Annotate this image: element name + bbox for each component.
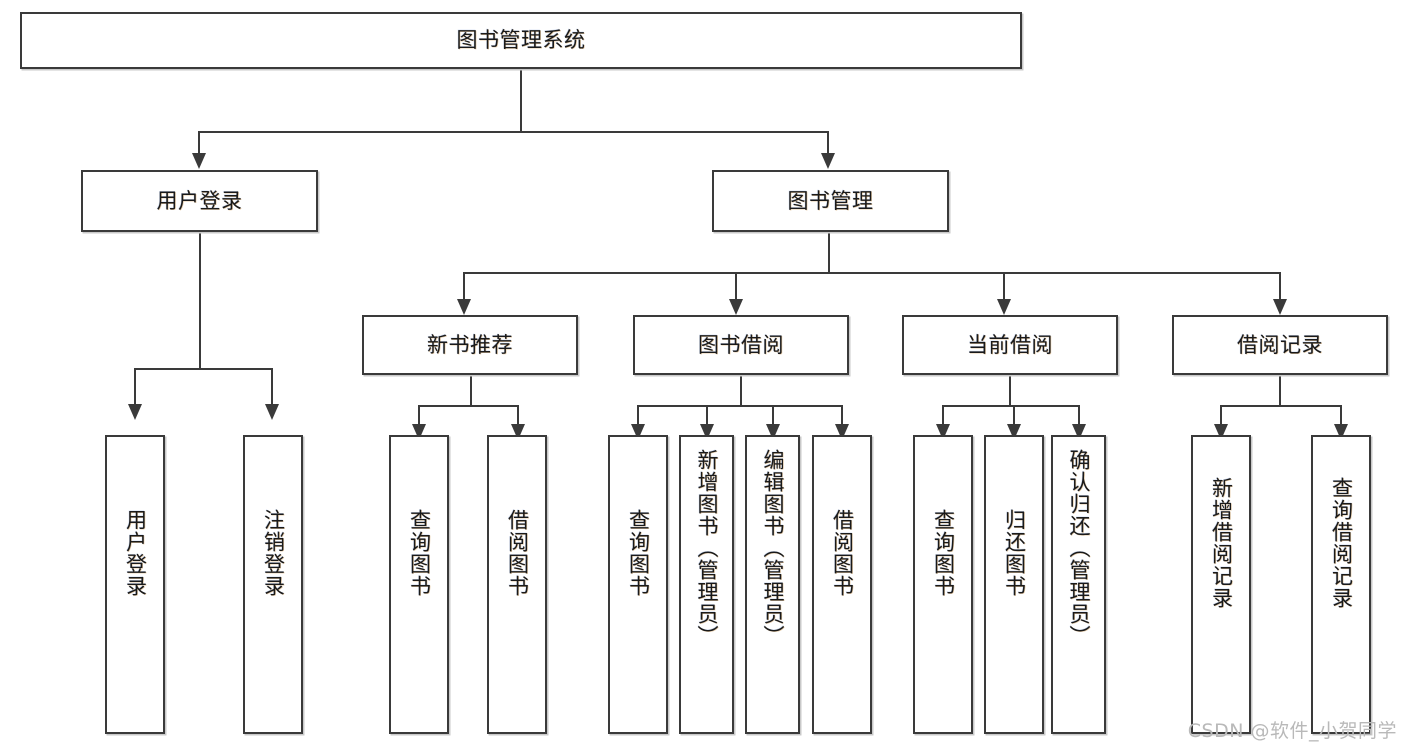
connector-bb-drop-1 [637, 405, 639, 427]
connector-bb-drop-2 [706, 405, 708, 427]
node-current-borrow-label: 当前借阅 [967, 332, 1053, 357]
connector-user-login-drop-2 [271, 368, 273, 406]
leaf-nb-borrow-book[interactable]: 借阅图书 [487, 435, 547, 734]
connector-user-login-bus [135, 368, 272, 370]
connector-book-borrow-stem [740, 375, 742, 406]
leaf-bb-add-book-label: 新增图书（管理员） [694, 449, 719, 647]
connector-new-book-stem [470, 375, 472, 406]
connector-level2-bus [199, 131, 827, 133]
connector-level3-drop-1 [463, 272, 465, 301]
node-book-borrow[interactable]: 图书借阅 [633, 315, 849, 375]
leaf-bb-borrow-book[interactable]: 借阅图书 [812, 435, 872, 734]
connector-root-stem [520, 69, 522, 132]
connector-user-login-drop-1 [134, 368, 136, 406]
leaf-nb-query-book[interactable]: 查询图书 [389, 435, 449, 734]
arrowhead-current-borrow [997, 299, 1011, 315]
connector-cb-drop-2 [1013, 405, 1015, 427]
connector-br-drop-1 [1220, 405, 1222, 427]
leaf-br-query-record[interactable]: 查询借阅记录 [1311, 435, 1371, 734]
leaf-cb-query-book[interactable]: 查询图书 [913, 435, 973, 734]
connector-bb-drop-4 [841, 405, 843, 427]
node-current-borrow[interactable]: 当前借阅 [902, 315, 1118, 375]
leaf-br-add-record-label: 新增借阅记录 [1209, 477, 1234, 609]
connector-current-borrow-stem [1009, 375, 1011, 406]
leaf-bb-borrow-book-label: 借阅图书 [830, 509, 855, 597]
arrowhead-leaf-logout [265, 404, 279, 420]
connector-level3-drop-2 [735, 272, 737, 301]
leaf-logout[interactable]: 注销登录 [243, 435, 303, 734]
node-book-borrow-label: 图书借阅 [698, 332, 784, 357]
leaf-nb-query-book-label: 查询图书 [407, 509, 432, 597]
connector-cb-drop-1 [942, 405, 944, 427]
connector-level2-drop-left [198, 131, 200, 155]
leaf-nb-borrow-book-label: 借阅图书 [505, 509, 530, 597]
leaf-br-add-record[interactable]: 新增借阅记录 [1191, 435, 1251, 734]
arrowhead-user-login [192, 153, 206, 169]
connector-borrow-record-stem [1279, 375, 1281, 406]
leaf-user-login-label: 用户登录 [123, 509, 148, 597]
node-borrow-record-label: 借阅记录 [1237, 332, 1323, 357]
connector-level2-drop-right [827, 131, 829, 155]
arrowhead-new-book [457, 299, 471, 315]
connector-borrow-record-bus [1221, 405, 1341, 407]
connector-level3-drop-3 [1003, 272, 1005, 301]
arrowhead-leaf-user-login [128, 404, 142, 420]
leaf-cb-return-book-label: 归还图书 [1002, 509, 1027, 597]
leaf-user-login[interactable]: 用户登录 [105, 435, 165, 734]
leaf-logout-label: 注销登录 [261, 509, 286, 597]
connector-current-borrow-bus [943, 405, 1079, 407]
leaf-bb-add-book[interactable]: 新增图书（管理员） [679, 435, 734, 734]
connector-level3-drop-4 [1279, 272, 1281, 301]
node-user-login[interactable]: 用户登录 [81, 170, 318, 232]
connector-level3-bus [464, 272, 1280, 274]
leaf-br-query-record-label: 查询借阅记录 [1329, 477, 1354, 609]
leaf-cb-confirm-return-label: 确认归还（管理员） [1066, 449, 1091, 647]
connector-new-book-drop-1 [418, 405, 420, 427]
node-book-management-label: 图书管理 [787, 188, 874, 213]
node-new-book-recommend[interactable]: 新书推荐 [362, 315, 578, 375]
leaf-bb-query-book[interactable]: 查询图书 [608, 435, 668, 734]
node-new-book-recommend-label: 新书推荐 [427, 332, 513, 357]
leaf-bb-edit-book-label: 编辑图书（管理员） [760, 449, 785, 647]
leaf-bb-query-book-label: 查询图书 [626, 509, 651, 597]
connector-bb-drop-3 [772, 405, 774, 427]
leaf-bb-edit-book[interactable]: 编辑图书（管理员） [745, 435, 800, 734]
leaf-cb-query-book-label: 查询图书 [931, 509, 956, 597]
connector-book-manage-stem [828, 232, 830, 273]
node-borrow-record[interactable]: 借阅记录 [1172, 315, 1388, 375]
leaf-cb-return-book[interactable]: 归还图书 [984, 435, 1044, 734]
arrowhead-book-borrow [729, 299, 743, 315]
leaf-cb-confirm-return[interactable]: 确认归还（管理员） [1051, 435, 1106, 734]
connector-user-login-stem [199, 232, 201, 369]
connector-book-borrow-bus [638, 405, 843, 407]
arrowhead-book-manage [821, 153, 835, 169]
node-root-system[interactable]: 图书管理系统 [20, 12, 1022, 69]
connector-new-book-drop-2 [517, 405, 519, 427]
node-user-login-label: 用户登录 [156, 188, 243, 213]
csdn-watermark: CSDN @软件_小贺同学 [1187, 720, 1397, 742]
arrowhead-borrow-record [1273, 299, 1287, 315]
connector-new-book-bus [419, 405, 518, 407]
connector-cb-drop-3 [1078, 405, 1080, 427]
connector-br-drop-2 [1340, 405, 1342, 427]
node-book-management[interactable]: 图书管理 [712, 170, 949, 232]
node-root-system-label: 图书管理系统 [456, 28, 586, 53]
